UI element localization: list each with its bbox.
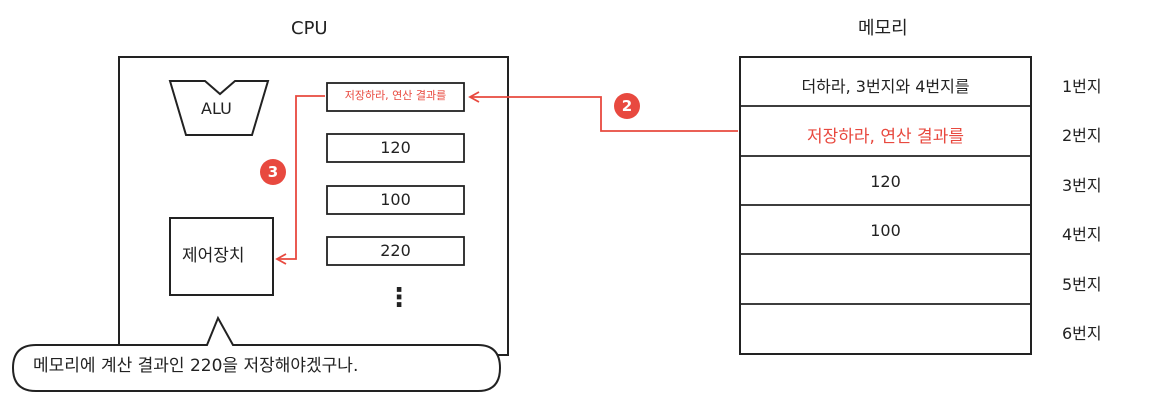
- memory-cell-content: 120: [870, 172, 901, 191]
- memory-address-label: 5번지: [1062, 275, 1102, 294]
- memory-address-label: 6번지: [1062, 324, 1102, 343]
- memory-cell-content: 저장하라, 연산 결과를: [807, 127, 964, 147]
- speech-bubble-shape: [11, 315, 502, 392]
- register-value: 100: [380, 190, 411, 209]
- memory-cell-content: 100: [870, 221, 901, 240]
- alu-label: ALU: [201, 99, 232, 118]
- register-instruction: 저장하라, 연산 결과를: [344, 89, 447, 102]
- memory-address-label: 1번지: [1062, 77, 1102, 96]
- memory-title: 메모리: [858, 18, 908, 39]
- more-registers-glyph: ⋮: [386, 283, 412, 313]
- control-unit-label: 제어장치: [182, 246, 245, 266]
- fetch-arrow: [468, 91, 738, 132]
- step-badge-3: 3: [260, 159, 286, 185]
- register-value: 220: [380, 241, 411, 260]
- speech-bubble-text: 메모리에 계산 결과인 220을 저장해야겠구나.: [33, 356, 359, 376]
- control-unit-box: [169, 217, 274, 296]
- register-box: [326, 133, 465, 163]
- decode-arrow: [275, 95, 325, 265]
- memory-address-label: 3번지: [1062, 176, 1102, 195]
- memory-cell-content: 더하라, 3번지와 4번지를: [801, 77, 970, 96]
- register-box: [326, 82, 465, 112]
- register-value: 120: [380, 138, 411, 157]
- alu-shape: [168, 80, 270, 136]
- memory-address-label: 4번지: [1062, 225, 1102, 244]
- register-box: [326, 236, 465, 266]
- register-box: [326, 185, 465, 215]
- memory-address-label: 2번지: [1062, 126, 1102, 145]
- step-badge-2: 2: [614, 93, 640, 119]
- cpu-title: CPU: [291, 18, 328, 39]
